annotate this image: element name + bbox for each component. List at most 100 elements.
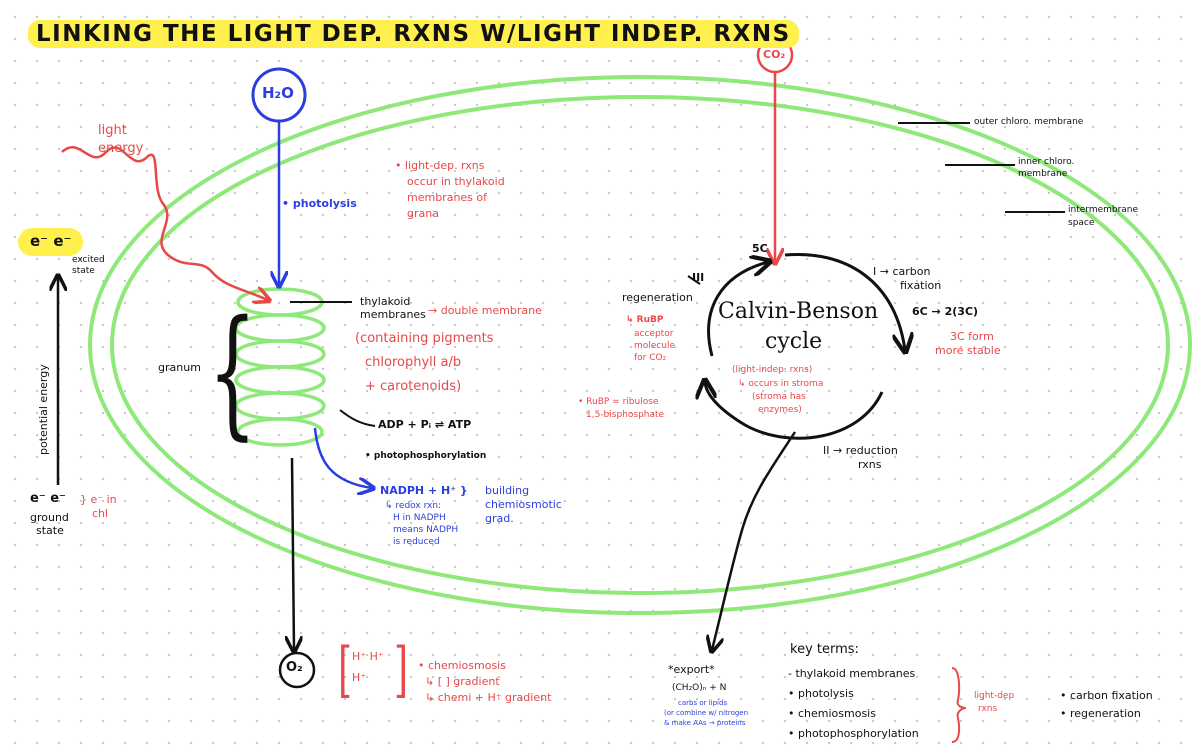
regeneration-label: regeneration xyxy=(622,291,693,304)
light-energy-line-2: energy xyxy=(98,141,144,156)
inner-membrane-label-2: membrane xyxy=(1018,169,1068,179)
nadph-arrow xyxy=(313,427,372,488)
thylakoid-label-2: membranes xyxy=(360,308,426,321)
key-terms-bracket-label-1: light-dep xyxy=(974,691,1015,701)
granum-label: granum xyxy=(158,361,201,374)
key-term-3: • chemiosmosis xyxy=(788,707,876,720)
step1-line-2: fixation xyxy=(900,279,942,292)
redox-line-3: means NADPH xyxy=(393,525,459,535)
rubp-line-2: acceptor xyxy=(634,329,674,339)
light-dep-note-2: occur in thylakoid xyxy=(407,175,505,188)
key-term-right-2: • regeneration xyxy=(1060,707,1141,720)
ions-line-1: H⁺ H⁺ xyxy=(352,650,384,663)
light-wave xyxy=(61,145,268,300)
granum-brace: { xyxy=(208,291,257,454)
redox-line-1: ↳ redox rxn: xyxy=(385,501,442,511)
ions-line-2: H⁺ xyxy=(352,671,367,684)
chemiosmosis-label-3: ↳ chemi + H⁺ gradient xyxy=(425,691,552,704)
h2o-circle xyxy=(251,67,307,123)
outer-membrane-label: outer chloro. membrane xyxy=(974,117,1084,127)
ground-note-2: chl xyxy=(92,507,109,520)
intermembrane-label-1: intermembrane xyxy=(1068,205,1139,215)
o2-label: O₂ xyxy=(286,660,303,675)
light-dep-note-4: grana xyxy=(407,207,439,220)
key-terms-bracket xyxy=(951,667,967,743)
inner-membrane xyxy=(110,95,1170,595)
chemiosmosis-label-1: • chemiosmosis xyxy=(418,659,506,672)
nadph-equation: NADPH + H⁺ } xyxy=(380,484,468,497)
key-term-4: • photophosphorylation xyxy=(788,727,919,740)
ground-note-1: } e⁻ in xyxy=(80,493,117,506)
three-carbon-line-2: more stable xyxy=(935,344,1001,357)
three-carbon-line-1: 3C form xyxy=(950,330,994,343)
building-line-3: grad. xyxy=(485,512,514,525)
ground-label-2: state xyxy=(36,524,64,537)
thylakoid-label-1: thylakoid xyxy=(360,295,411,308)
light-dep-note-3: membranes of xyxy=(407,191,488,204)
inner-membrane-label-1: inner chloro. xyxy=(1018,157,1075,167)
redox-line-2: H in NADPH xyxy=(393,513,446,523)
export-label: *export* xyxy=(668,663,715,676)
export-note-1: carbs or lipids xyxy=(678,699,728,707)
export-note-2: (or combine w/ nitrogen xyxy=(664,709,749,717)
calvin-name-2: cycle xyxy=(765,329,823,354)
calvin-arc-top xyxy=(784,252,905,350)
page-title: LINKING THE LIGHT DEP. RXNS W/LIGHT INDE… xyxy=(28,20,799,49)
ground-electrons: e⁻ e⁻ xyxy=(30,491,66,506)
atp-equation: ADP + Pᵢ ⇌ ATP xyxy=(378,418,472,431)
potential-energy-axis-label: potential energy xyxy=(37,364,50,455)
redox-line-4: is reduced xyxy=(393,537,440,547)
co2-label: CO₂ xyxy=(763,48,786,61)
calvin-arc-bottom xyxy=(705,382,884,440)
excited-electrons: e⁻ e⁻ xyxy=(18,228,84,256)
regeneration-pointer xyxy=(687,275,701,285)
pigments-line-1: (containing pigments xyxy=(355,331,494,346)
photophosphorylation-label: • photophosphorylation xyxy=(365,451,487,461)
outer-membrane xyxy=(88,75,1192,615)
ground-label-1: ground xyxy=(30,511,69,524)
chemiosmosis-label-2: ↳ [ ] gradient xyxy=(425,675,500,688)
calvin-sub-2: ↳ occurs in stroma xyxy=(738,379,824,389)
export-note-3: & make AAs → proteins xyxy=(664,719,746,727)
atp-leader xyxy=(339,409,376,427)
rubp-line-4: for CO₂ xyxy=(634,353,667,363)
rubp-def-2: 1,5-bisphosphate xyxy=(586,410,665,420)
calvin-arc-left xyxy=(707,262,768,357)
h2o-label: H₂O xyxy=(262,84,294,102)
key-terms-bracket-label-2: rxns xyxy=(978,704,998,714)
pigments-line-2: chlorophyll a/b xyxy=(365,355,462,370)
double-membrane-label: → double membrane xyxy=(428,304,542,317)
key-term-1: - thylakoid membranes xyxy=(788,667,916,680)
light-dep-note-1: • light-dep. rxns xyxy=(395,159,485,172)
ion-bracket-left: [ xyxy=(338,635,353,705)
key-terms-title: key terms: xyxy=(790,642,859,657)
calvin-sub-3: (stroma has xyxy=(752,392,806,402)
light-energy-line-1: light xyxy=(98,123,127,138)
pigments-line-3: + carotenoids) xyxy=(365,379,462,394)
six-carbon-label: 6C → 2(3C) xyxy=(912,305,979,318)
step3-label: III xyxy=(692,271,705,284)
excited-label-2: state xyxy=(72,266,95,276)
step2-line-2: rxns xyxy=(858,458,882,471)
step1-line-1: I → carbon xyxy=(873,265,931,278)
rubp-line-3: molecule xyxy=(634,341,676,351)
ion-bracket-right: ] xyxy=(394,635,409,705)
export-arrow xyxy=(712,431,797,650)
calvin-sub-1: (light-indep. rxns) xyxy=(732,365,813,375)
key-term-2: • photolysis xyxy=(788,687,854,700)
rubp-line-1: ↳ RuBP xyxy=(626,315,664,325)
five-carbon-label: 5C xyxy=(752,242,768,255)
excited-label-1: excited xyxy=(72,255,105,265)
export-formula: (CH₂O)ₙ + N xyxy=(672,683,727,693)
key-term-right-1: • carbon fixation xyxy=(1060,689,1153,702)
building-line-2: chemiosmotic xyxy=(485,498,562,511)
calvin-name-1: Calvin-Benson xyxy=(718,299,879,324)
o2-arrow xyxy=(292,457,294,650)
step2-line-1: II → reduction xyxy=(823,444,898,457)
intermembrane-label-2: space xyxy=(1068,218,1095,228)
calvin-sub-4: enzymes) xyxy=(758,405,802,415)
building-line-1: building xyxy=(485,484,530,497)
photolysis-label: • photolysis xyxy=(282,197,357,210)
rubp-def-1: • RuBP = ribulose xyxy=(578,397,659,407)
